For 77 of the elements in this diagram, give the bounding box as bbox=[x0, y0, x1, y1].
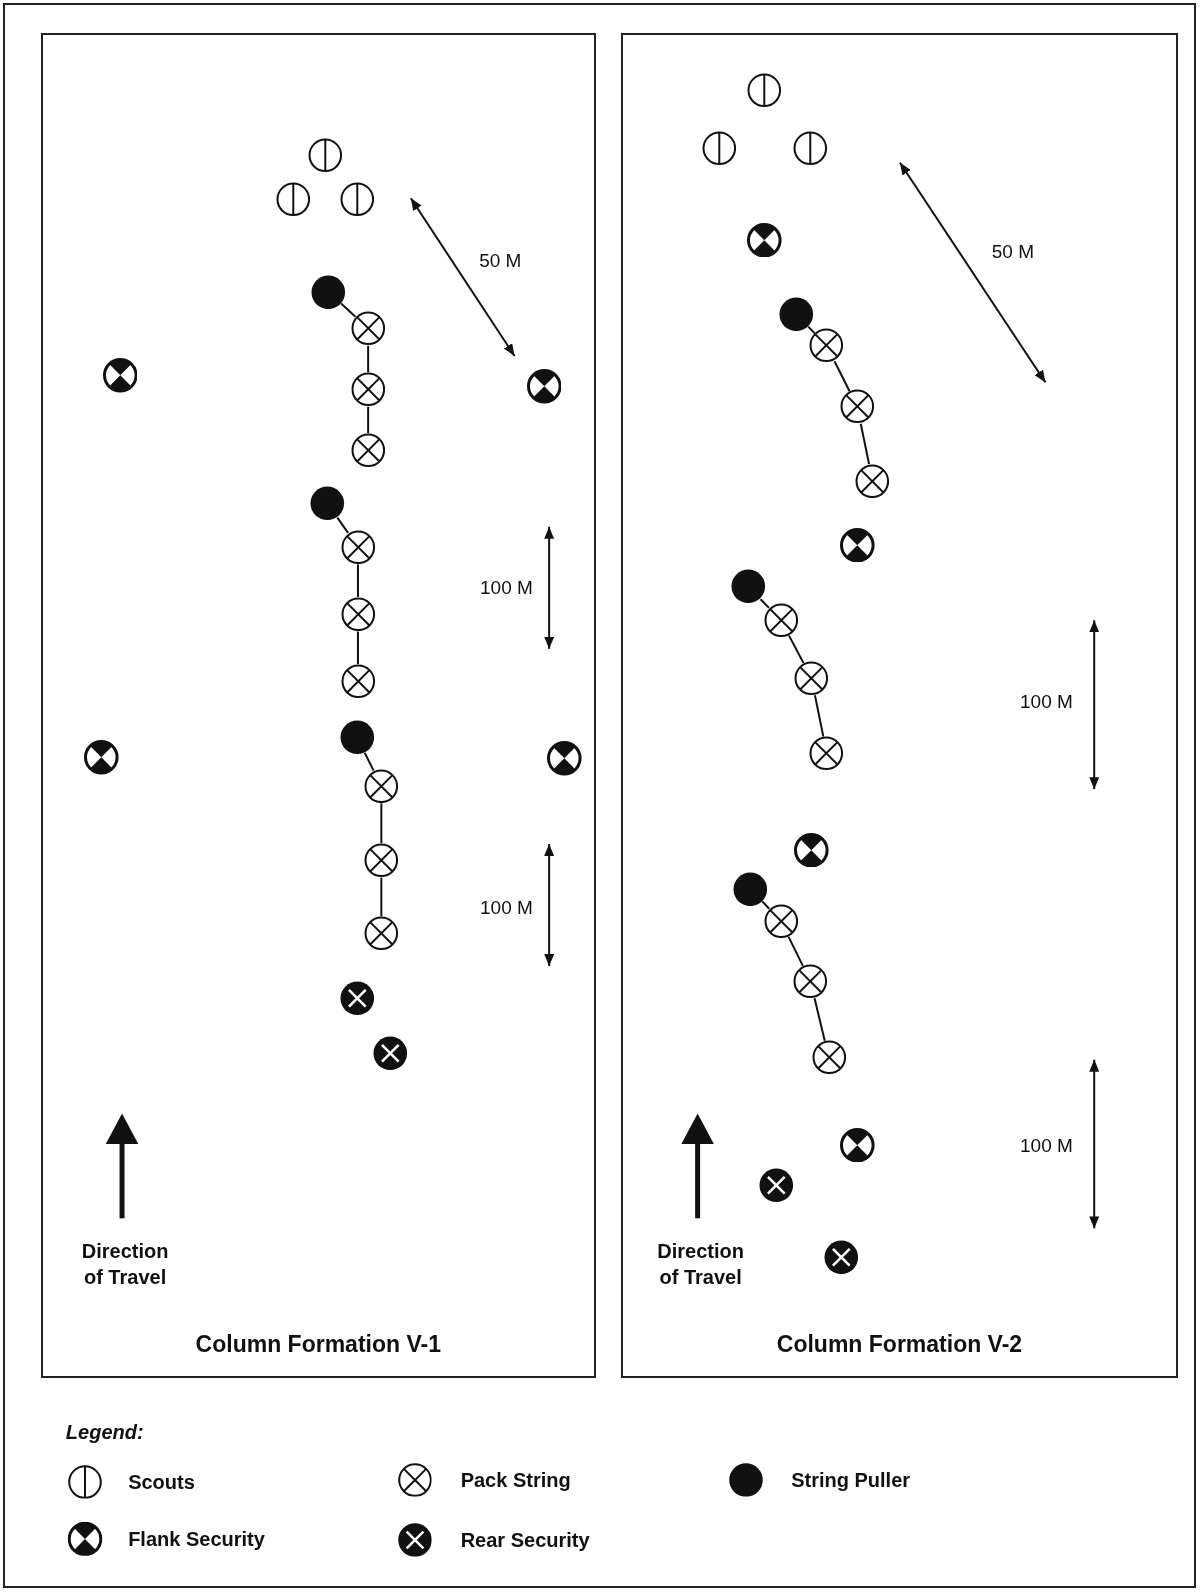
pack-string-symbol bbox=[340, 529, 376, 565]
connector-line bbox=[367, 344, 370, 374]
legend-label: Rear Security bbox=[460, 1528, 590, 1552]
connector-line bbox=[363, 751, 375, 772]
connector-line bbox=[336, 516, 350, 534]
legend-label: Flank Security bbox=[128, 1527, 265, 1551]
legend-label: Pack String bbox=[460, 1468, 571, 1492]
pack-string-symbol bbox=[793, 964, 828, 999]
pack-string-symbol bbox=[763, 603, 799, 638]
connector-line bbox=[340, 302, 357, 318]
flank-security-symbol bbox=[840, 527, 875, 563]
string-puller-symbol bbox=[731, 569, 766, 605]
pack-string-symbol bbox=[855, 463, 890, 499]
connector-line bbox=[833, 360, 851, 393]
pack-string-symbol bbox=[364, 768, 399, 804]
formation-panel bbox=[40, 32, 596, 1378]
legend-heading: Legend: bbox=[65, 1419, 144, 1445]
direction-label: Direction of Travel bbox=[80, 1239, 170, 1291]
pack-string-symbol bbox=[364, 843, 399, 878]
panel-title: Column Formation V-1 bbox=[195, 1330, 441, 1357]
legend-label: Scouts bbox=[128, 1470, 195, 1494]
rear-security-symbol bbox=[758, 1168, 794, 1203]
distance-label: 100 M bbox=[1020, 1133, 1073, 1158]
connector-line bbox=[380, 802, 383, 845]
pack-string-symbol bbox=[763, 904, 799, 939]
pack-string-symbol bbox=[364, 916, 399, 951]
connector-line bbox=[759, 598, 770, 609]
pack-string-symbol bbox=[809, 328, 845, 363]
connector-line bbox=[380, 876, 383, 918]
flank-security-symbol bbox=[794, 832, 829, 868]
flank-security-symbol bbox=[840, 1127, 875, 1163]
scout-symbol bbox=[701, 131, 737, 166]
connector-line bbox=[859, 422, 871, 466]
direction-label: Direction of Travel bbox=[656, 1239, 745, 1291]
distance-label: 50 M bbox=[991, 239, 1034, 264]
formation-panel bbox=[621, 32, 1178, 1378]
string-puller-symbol bbox=[339, 719, 375, 755]
scout-symbol bbox=[308, 138, 343, 173]
connector-line bbox=[788, 634, 805, 664]
pack-string-symbol bbox=[340, 664, 376, 699]
flank-security-symbol bbox=[526, 369, 562, 404]
scout-symbol bbox=[275, 182, 311, 217]
scout-symbol bbox=[747, 73, 782, 108]
rear-security-symbol bbox=[373, 1036, 408, 1071]
connector-line bbox=[761, 900, 771, 910]
string-puller-symbol bbox=[311, 274, 346, 310]
connector-line bbox=[787, 935, 804, 967]
string-puller-symbol bbox=[733, 871, 768, 907]
connector-line bbox=[356, 563, 359, 598]
distance-label: 100 M bbox=[480, 895, 533, 920]
distance-label: 50 M bbox=[479, 249, 522, 273]
rear-security-symbol bbox=[823, 1239, 859, 1275]
pack-string-symbol bbox=[340, 596, 376, 632]
flank-security-symbol bbox=[747, 222, 782, 258]
connector-line bbox=[367, 405, 370, 435]
pack-string-symbol bbox=[794, 661, 829, 696]
pack-string-symbol bbox=[350, 311, 386, 346]
flank-security-symbol bbox=[102, 357, 138, 393]
pack-string-symbol bbox=[809, 736, 845, 771]
scout-symbol bbox=[793, 131, 828, 166]
flank-security-symbol bbox=[547, 741, 582, 776]
pack-string-symbol bbox=[840, 389, 875, 425]
legend-label: String Puller bbox=[791, 1468, 911, 1492]
string-puller-symbol bbox=[778, 296, 814, 332]
scout-symbol bbox=[339, 182, 375, 217]
string-puller-symbol bbox=[310, 486, 345, 521]
connector-line bbox=[813, 694, 825, 738]
rear-security-symbol bbox=[339, 981, 375, 1016]
pack-string-symbol bbox=[811, 1040, 847, 1075]
flank-security-symbol bbox=[84, 740, 119, 775]
connector-line bbox=[356, 630, 359, 666]
distance-label: 100 M bbox=[1020, 689, 1073, 714]
pack-string-symbol bbox=[350, 433, 386, 468]
pack-string-symbol bbox=[350, 372, 386, 407]
panel-title: Column Formation V-2 bbox=[776, 1330, 1023, 1357]
connector-line bbox=[813, 997, 826, 1042]
distance-label: 100 M bbox=[480, 575, 533, 600]
